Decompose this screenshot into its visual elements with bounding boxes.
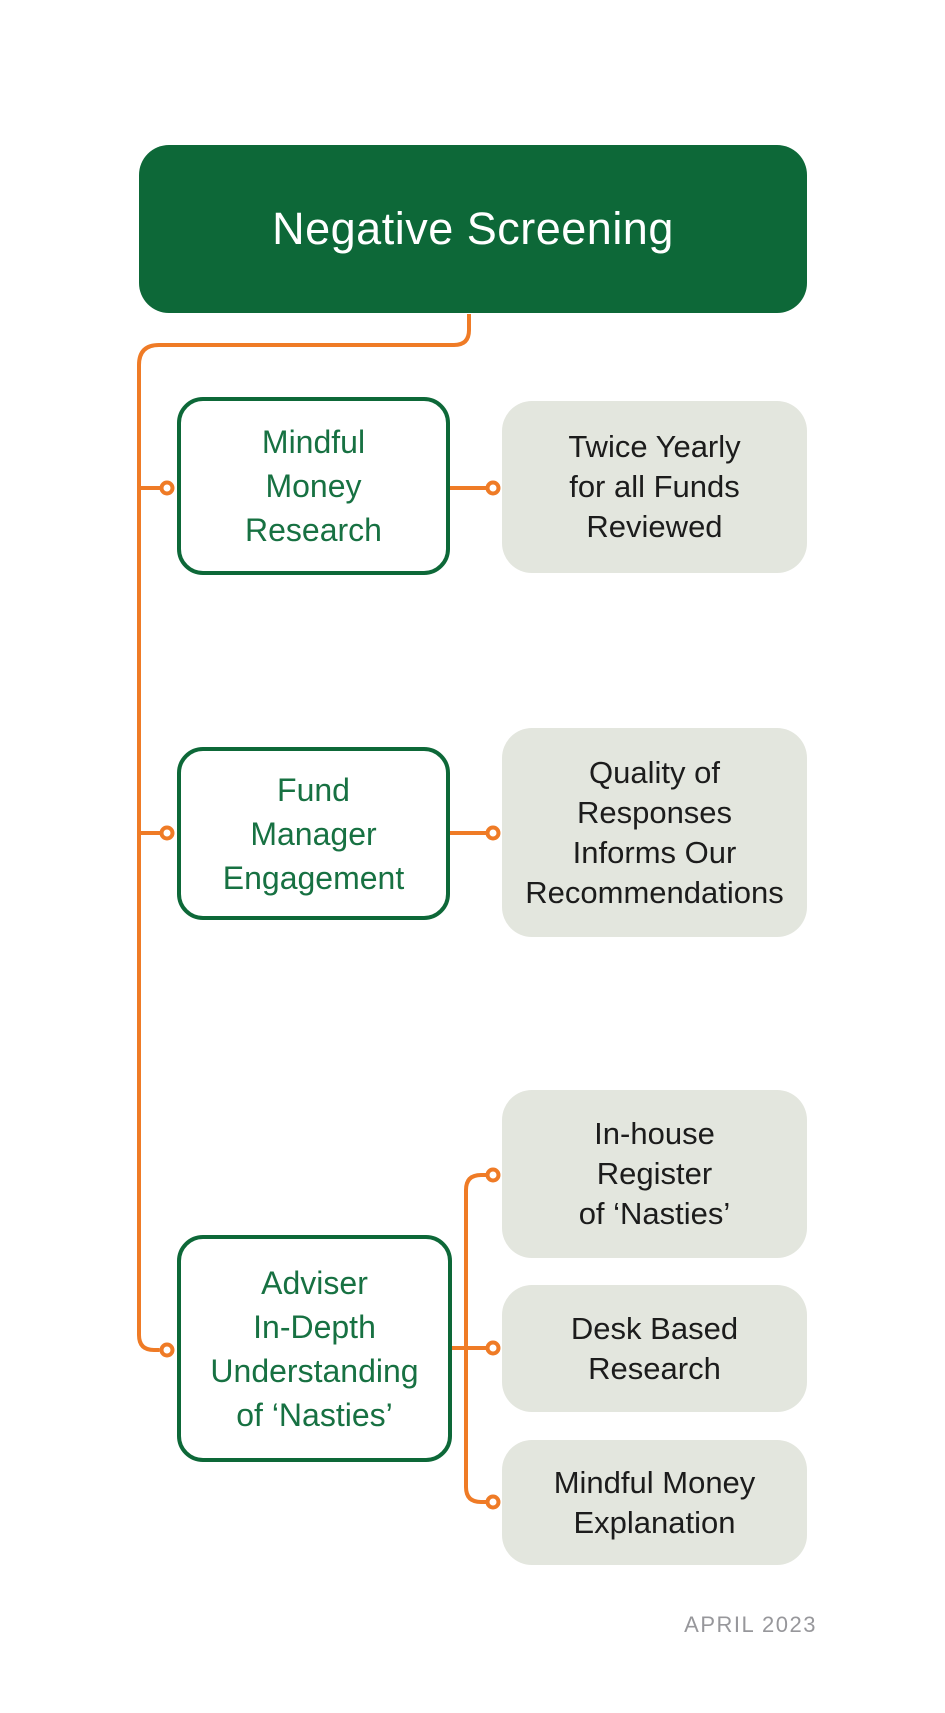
outcome-node-quality-of-responses: Quality of Responses Informs Our Recomme…	[502, 728, 807, 937]
outcome-node-in-house-register: In-house Register of ‘Nasties’	[502, 1090, 807, 1258]
outcome-node-label: Twice Yearly for all Funds Reviewed	[568, 429, 741, 544]
branch-node-label: Mindful Money Research	[245, 424, 382, 548]
outcome-node-label: In-house Register of ‘Nasties’	[578, 1116, 731, 1231]
outcome-node-twice-yearly: Twice Yearly for all Funds Reviewed	[502, 401, 807, 573]
connector-dot	[159, 1342, 175, 1358]
connector-dot	[485, 825, 501, 841]
branch-node-adviser-understanding: Adviser In-Depth Understanding of ‘Nasti…	[177, 1235, 452, 1462]
branch-node-fund-manager-engagement: Fund Manager Engagement	[177, 747, 450, 920]
branch3-fan-line	[464, 1173, 486, 1504]
root-node-label: Negative Screening	[272, 203, 674, 254]
connector-dot	[485, 1494, 501, 1510]
connector-dot	[159, 480, 175, 496]
trunk-line	[137, 314, 471, 1352]
branch-node-label: Fund Manager Engagement	[222, 771, 405, 896]
outcome-node-mindful-money-explanation: Mindful Money Explanation	[502, 1440, 807, 1565]
branch-node-label: Adviser In-Depth Understanding of ‘Nasti…	[210, 1264, 419, 1433]
outcome-node-label: Mindful Money Explanation	[553, 1464, 756, 1540]
connector-dot	[485, 1167, 501, 1183]
connector-dot	[485, 1340, 501, 1356]
connector-dot	[485, 480, 501, 496]
branch-node-mindful-money-research: Mindful Money Research	[177, 397, 450, 575]
connector-dot	[159, 825, 175, 841]
outcome-node-label: Quality of Responses Informs Our Recomme…	[525, 754, 784, 910]
root-node-negative-screening: Negative Screening	[139, 145, 807, 313]
outcome-node-label: Desk Based Research	[570, 1310, 739, 1386]
footer-date: APRIL 2023	[684, 1612, 817, 1637]
outcome-node-desk-based-research: Desk Based Research	[502, 1285, 807, 1412]
